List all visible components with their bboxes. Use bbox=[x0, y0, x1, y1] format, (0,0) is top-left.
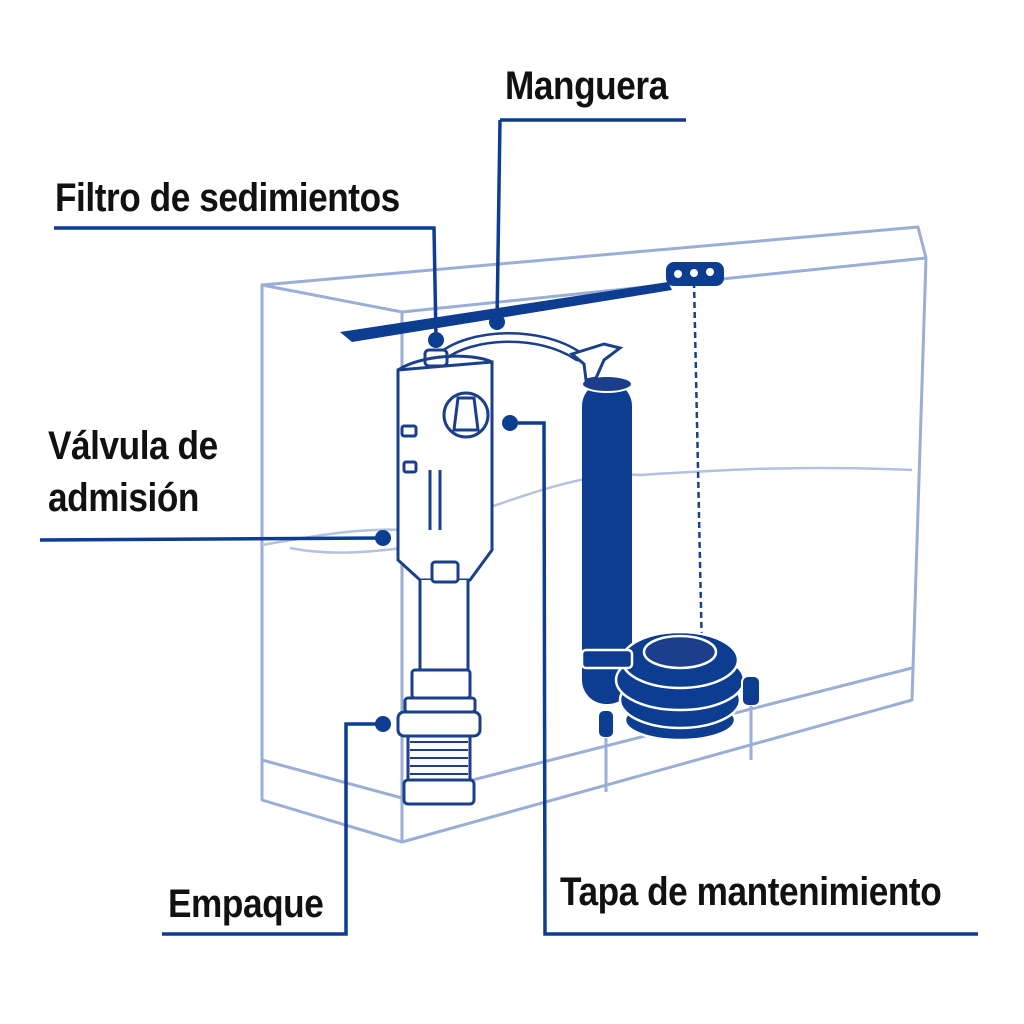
fill-valve bbox=[396, 348, 494, 806]
flush-lever bbox=[340, 262, 724, 342]
label-valvula-de-admision: Válvula de admisión bbox=[48, 420, 218, 524]
flapper-chain bbox=[692, 281, 704, 656]
callout-dots bbox=[375, 314, 518, 732]
label-valvula-line1: Válvula de bbox=[48, 424, 218, 468]
label-tapa-de-mantenimiento: Tapa de mantenimiento bbox=[560, 870, 942, 914]
tank-bolts bbox=[597, 675, 761, 739]
flapper bbox=[580, 630, 746, 742]
water-level bbox=[261, 466, 913, 554]
fill-valve-threads bbox=[410, 741, 468, 775]
label-manguera: Manguera bbox=[505, 64, 668, 108]
label-empaque: Empaque bbox=[168, 882, 324, 926]
label-filtro-de-sedimientos: Filtro de sedimientos bbox=[55, 176, 400, 220]
label-valvula-line2: admisión bbox=[48, 476, 200, 520]
bolt-threads bbox=[604, 706, 753, 792]
overflow-tube bbox=[568, 342, 633, 704]
callout-leaders bbox=[39, 118, 978, 936]
